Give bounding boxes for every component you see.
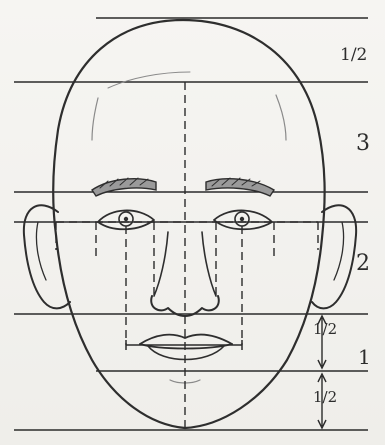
vertical-dashed-lines <box>56 82 318 430</box>
label-nose-band: 2 <box>356 251 370 276</box>
right-ear-inner <box>334 222 344 280</box>
left-ear-inner <box>36 222 46 280</box>
label-upper-lip-half: 1/2 <box>313 320 337 338</box>
right-ear <box>312 205 356 308</box>
label-top-half: 1/2 <box>340 45 367 65</box>
mouth <box>140 335 232 383</box>
nose-bridge-right <box>202 232 216 296</box>
label-cranium: 3 <box>356 131 370 156</box>
eyebrows <box>92 178 274 196</box>
right-eyebrow <box>206 179 274 196</box>
upper-lip <box>140 335 232 344</box>
nose-bridge-left <box>154 232 168 296</box>
label-lower-chin-half: 1/2 <box>313 388 337 406</box>
cranium-shading-left <box>92 98 98 140</box>
guide-lines <box>14 18 368 430</box>
cranium-shading-top <box>108 72 190 88</box>
left-pupil <box>124 217 128 221</box>
ears <box>24 205 356 308</box>
cranium-shading-right <box>276 95 286 140</box>
right-pupil <box>240 217 244 221</box>
left-ear <box>24 205 70 308</box>
label-chin-unit: 1 <box>358 345 371 369</box>
